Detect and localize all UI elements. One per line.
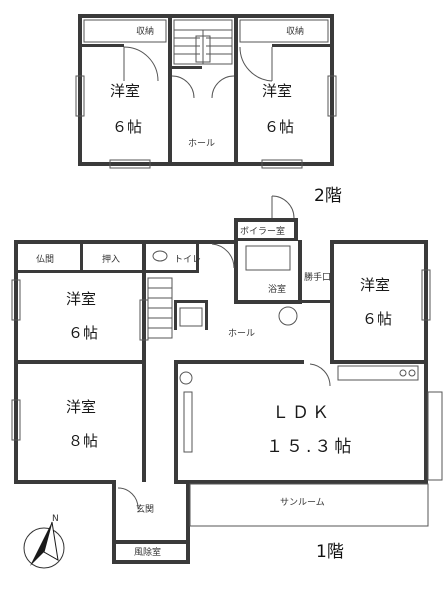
room-label-1f-c: 洋室 — [360, 276, 390, 294]
storage-label-2f-left: 収納 — [136, 25, 154, 37]
back-door-label: 勝手口 — [304, 271, 331, 283]
butsuma-label: 仏間 — [36, 254, 54, 265]
room-size-2f-left: ６帖 — [112, 118, 142, 136]
ldk-label: ＬＤＫ — [272, 403, 332, 423]
compass-icon: N — [23, 514, 65, 569]
bath-label: 浴室 — [268, 283, 286, 295]
room-size-1f-b: ８帖 — [68, 432, 98, 450]
floor-1-title: 1階 — [316, 542, 344, 562]
room-size-2f-right: ６帖 — [264, 118, 294, 136]
stair-1f — [147, 277, 203, 339]
boiler-room-label: ボイラー室 — [240, 225, 285, 237]
sunroom-label: サンルーム — [280, 497, 325, 508]
room-size-1f-c: ６帖 — [362, 310, 392, 328]
room-label-2f-left: 洋室 — [110, 82, 140, 100]
oshiire-label: 押入 — [102, 253, 120, 265]
ldk-size: １５.３帖 — [266, 437, 354, 457]
room-label-2f-right: 洋室 — [262, 82, 292, 100]
compass-north-label: N — [52, 514, 59, 524]
floor-2-plan — [75, 14, 337, 169]
toilet-label: トイレ — [174, 255, 201, 265]
entrance-label: 玄関 — [136, 503, 154, 515]
room-label-1f-b: 洋室 — [66, 398, 96, 416]
stair-2f — [173, 19, 233, 65]
room-size-1f-a: ６帖 — [68, 324, 98, 342]
hall-label-1f: ホール — [228, 328, 255, 339]
windbreak-room-label: 風除室 — [134, 546, 161, 558]
storage-label-2f-right: 収納 — [286, 25, 304, 37]
hall-label-2f: ホール — [188, 138, 215, 149]
floor-2-title: 2階 — [314, 186, 342, 206]
room-label-1f-a: 洋室 — [66, 290, 96, 308]
floor-1-plan — [11, 195, 443, 564]
